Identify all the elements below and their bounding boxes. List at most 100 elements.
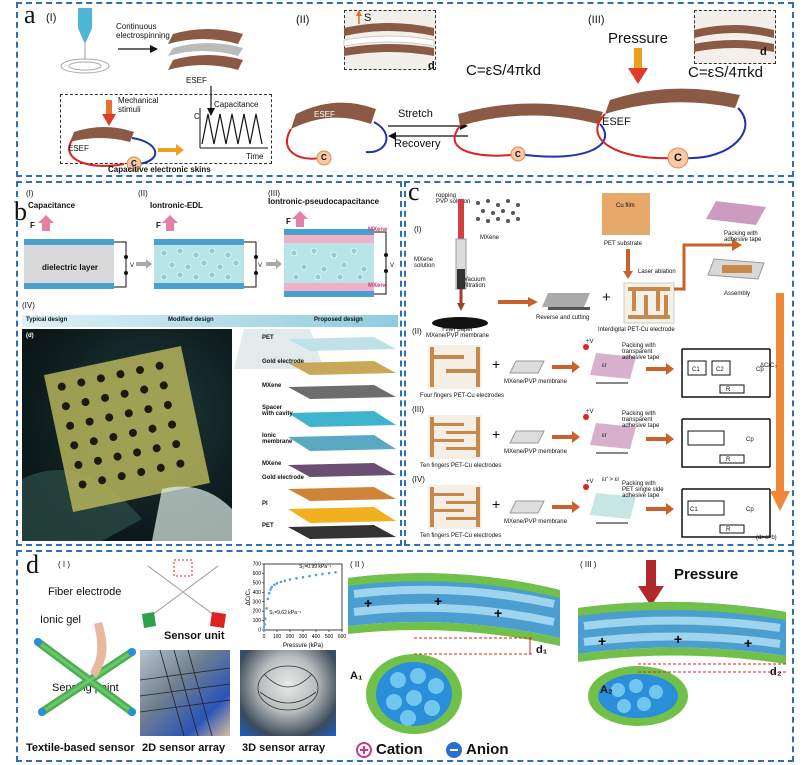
v-label-2: V [258,263,263,269]
stimuli-arrow-icon [102,100,116,126]
membrane-label-ii: MXene/PVP membrane [504,379,567,385]
data-point [270,585,274,589]
panel-d-sub2: ( II ) [350,560,365,569]
layer-mxene-top: MXene [262,383,282,389]
electrospinning-nozzle [60,8,110,74]
layer-pet-top: PET [262,335,274,341]
panel-b-label: b [14,197,27,226]
array-3d-lines [257,665,319,711]
d1-label: d₁ [536,644,548,656]
photo-2d-array [140,650,230,736]
x-axis-label: Pressure (kPa) [283,643,323,649]
c2-ii: C2 [716,367,724,373]
y-tick-label: 400 [253,590,262,596]
layer-ionic: Ionic membrane [262,433,293,445]
x-tick-label: 300 [299,634,308,640]
svg-text:+: + [492,496,500,512]
y-tick-label: 600 [253,571,262,577]
row-iii-graphic: + [428,414,771,468]
svg-text:+: + [598,633,606,649]
r-iv: R [726,527,731,533]
y-tick-label: 500 [253,580,262,586]
esef-sheet-ii [285,102,388,160]
zoom-layers-iii [694,25,774,52]
array-3d-label: 3D sensor array [242,742,326,754]
ten-fingers-label-iii: Ten fingers PET-Cu electrodes [420,463,502,469]
y-tick-label: 700 [253,562,262,568]
y-tick-label: 200 [253,609,262,615]
layer-stack [234,329,396,539]
pipette-and-filter [432,199,488,329]
filter-label: Filter paper MXene/PVP membrane [426,327,489,339]
row-ii-graphic: + [428,344,771,398]
svg-text:+: + [364,595,372,611]
packing-transparent-iii: Packing with transparent adhesive tape [622,411,660,429]
array-2d-label: 2D sensor array [142,742,226,754]
esef-label-1: ESEF [186,76,207,85]
capacitance-label: Capacitance [214,100,259,109]
ionic-gel-label: Ionic gel [40,614,81,626]
cp-iii: Cp [746,437,754,443]
annotation-s1: S₁=9.62 kPa⁻¹ [269,610,301,616]
capacitive-skin-caption: Capacitive electronic skins [108,165,211,174]
annotation-s2: S₂=0.99 kPa⁻¹ [299,564,332,570]
pressure-label-d: Pressure [674,566,739,583]
stretch-label: Stretch [398,108,433,120]
sensor-array-sheet [22,345,232,541]
eps-r-iii: εr [602,433,607,439]
fiber-cross-section-ii: + + + [348,573,560,734]
arrow-to-assembly [674,239,742,291]
data-point [279,580,283,584]
skin-circuit [68,127,157,172]
y-tick-label: 100 [253,618,262,624]
panel-a-sub1: (I) [46,12,57,24]
proposed-design-label: Proposed design [314,317,363,323]
assembly-device [707,258,765,280]
arrow-b1-icon [136,259,152,269]
membrane-label-iv: MXene/PVP membrane [504,519,567,525]
c1-iv: C1 [690,507,698,513]
panel-d-label: d [26,550,39,579]
arrow-right-orange-icon [158,144,184,156]
r-ii: R [726,387,731,393]
v-label-1: V [130,263,135,269]
fiber-cross-section-iii: + + + [578,601,786,726]
panel-a-sub2: (II) [296,14,310,26]
layer-gold-top: Gold electrode [262,359,305,365]
textile-caption: Textile-based sensor [26,742,135,754]
laser-label: Laser ablation [638,269,676,275]
membrane-label-iii: MXene/PVP membrane [504,449,567,455]
r-iii: R [726,457,731,463]
dielectric-label: dielectric layer [42,263,99,272]
electrospinning-label: Continuous electrospinning [116,22,170,40]
arrow-down-icon [207,86,215,116]
data-point [262,628,266,632]
layer-pi: PI [262,501,268,507]
data-point [275,582,279,585]
pressure-label-a: Pressure [608,30,669,47]
capacitance-b-label: Capacitance [28,201,76,210]
sensor-unit-graphic [142,559,226,628]
zoom-box-iii [694,10,776,64]
capacitance-waveform [199,108,268,149]
iontronic-edl-label: Iontronic-EDL [150,201,203,210]
plus-v-ii: +V [586,339,594,345]
panel-c: c (I) (II) (III) (IV) ropping PVP soluti… [404,177,794,546]
data-point [266,597,270,601]
cation-label: Cation [376,741,423,758]
fiber-electrode-label: Fiber electrode [48,586,122,598]
four-fingers-label: Four fingers PET-Cu electrodes [420,393,505,399]
increasing-arrow [770,293,790,511]
svg-text:+: + [492,356,500,372]
v-label-3: V [390,263,395,269]
mxene-c-label: MXene [480,235,500,241]
data-point [301,575,305,579]
c-circle-ii-left [316,150,332,166]
panel-b-sub4: (IV) [22,301,35,310]
cu-film-square [602,193,650,235]
data-point [267,591,271,595]
layer-mxene-bottom: MXene [262,461,282,467]
d2-label: d₂ [770,666,782,678]
panel-b-sub3: (III) [268,189,280,198]
data-point [288,578,292,581]
